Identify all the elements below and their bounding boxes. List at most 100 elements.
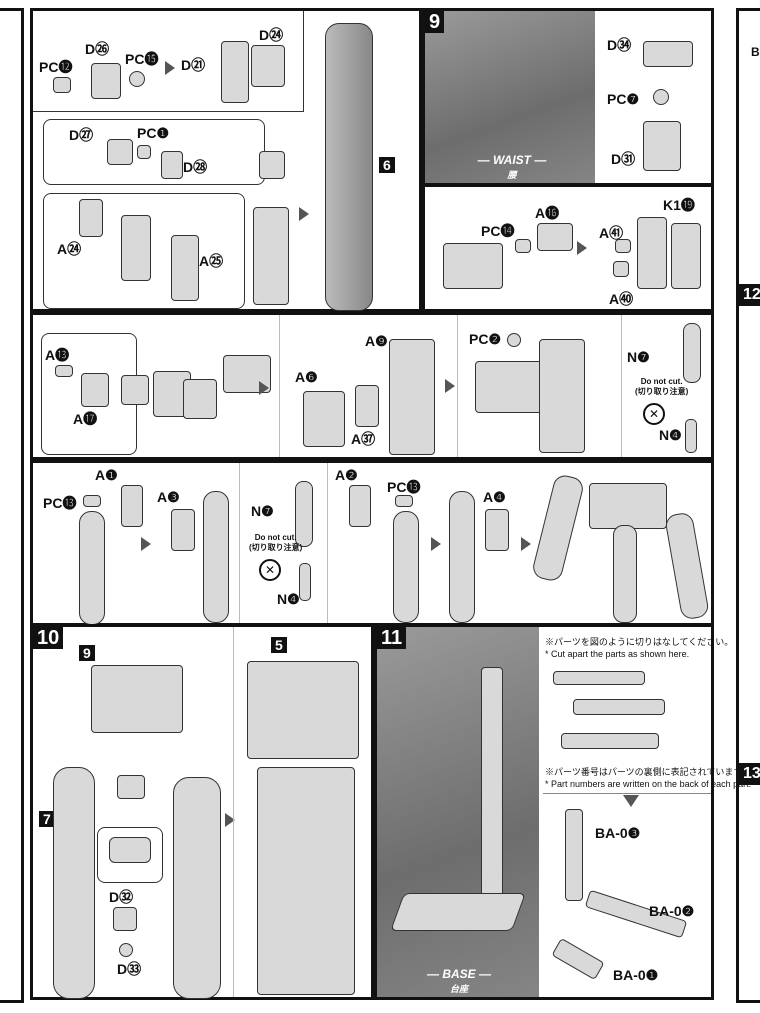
divider <box>233 627 234 997</box>
part-n7-a <box>683 323 701 383</box>
part-waist-complete <box>589 483 667 529</box>
label-d31: D㉛ <box>611 151 636 167</box>
part-a3 <box>171 509 195 551</box>
label-pc13-a: PC⓭ <box>43 495 77 511</box>
base-title: — BASE — <box>426 967 491 981</box>
label-pc2: PC❷ <box>469 331 501 347</box>
label-a24: A㉔ <box>57 241 82 257</box>
note-partnum-jp: ※パーツ番号はパーツの裏側に表記されています。 <box>545 767 751 777</box>
label-a16: A⓰ <box>535 205 560 221</box>
arrow-icon <box>165 61 175 75</box>
right-edge-label: B <box>751 45 760 59</box>
part-skirt-b <box>183 379 217 419</box>
scissors-prohibited-icon: ✕ <box>259 559 281 581</box>
waist-title: — WAIST — <box>477 153 547 167</box>
label-ba03: BA-0❸ <box>595 825 641 841</box>
waist-jp: 腰 <box>507 170 517 180</box>
part-assembled-upper <box>259 151 285 179</box>
note-cut-jp: ※パーツを図のように切りはなしてください。 <box>545 637 734 647</box>
part-skirt-left <box>530 472 586 584</box>
part-a1 <box>121 485 143 527</box>
part-full-body <box>257 767 355 995</box>
leg-armor-panel: A❶ PC⓭ A❸ N❼ Do not cut. (切り取り注意) ✕ N❹ A… <box>30 460 714 626</box>
part-pc1 <box>137 145 151 159</box>
divider <box>621 315 622 457</box>
label-a1: A❶ <box>95 467 118 483</box>
part-waist-skirt <box>539 339 585 453</box>
step-9b-panel: PC⓮ A⓰ A㊶ K1⓳ A㊵ <box>422 184 714 312</box>
part-d24 <box>251 45 285 87</box>
label-pc1: PC❶ <box>137 125 169 141</box>
part-skirt-center <box>613 525 637 623</box>
label-pc14: PC⓮ <box>481 223 515 239</box>
do-not-cut-note-2: Do not cut. (切り取り注意) <box>249 533 302 553</box>
part-a41 <box>615 239 631 253</box>
label-a25: A㉕ <box>199 253 224 269</box>
label-n4-b: N❹ <box>277 591 300 607</box>
label-n4-a: N❹ <box>659 427 682 443</box>
label-d26: D㉖ <box>85 41 110 57</box>
label-a3: A❸ <box>157 489 180 505</box>
part-d28 <box>161 151 183 179</box>
do-not-cut-note-1: Do not cut. (切り取り注意) <box>635 377 688 397</box>
arrow-icon <box>225 813 235 827</box>
step-13-number: 13 <box>739 763 760 785</box>
part-a2 <box>349 485 371 527</box>
subassembly-9-number: 9 <box>79 645 95 661</box>
part-d21 <box>221 41 249 103</box>
part-runner-3 <box>561 733 659 749</box>
divider <box>543 793 711 794</box>
step-10-panel: 10 9 5 7 8 D㉜ D㉝ <box>30 624 374 1000</box>
divider <box>239 463 240 623</box>
label-d24: D㉔ <box>259 27 284 43</box>
note-cut-en: * Cut apart the parts as shown here. <box>545 649 690 659</box>
label-pc7: PC❼ <box>607 91 639 107</box>
arrow-icon <box>299 207 309 221</box>
label-pc15: PC⓯ <box>125 51 159 67</box>
part-leg-shell-d <box>449 491 475 623</box>
part-a24-small <box>79 199 103 237</box>
part-d26 <box>91 63 121 99</box>
part-waist-9 <box>91 665 183 733</box>
part-base-post <box>481 667 503 929</box>
step-6-panel: PC⓬ D㉖ PC⓯ D㉑ D㉔ D㉗ PC❶ D㉘ A㉔ A㉕ 6 <box>30 8 422 312</box>
sub-box-a24 <box>43 193 245 309</box>
arrow-icon <box>577 241 587 255</box>
part-a25 <box>171 235 199 301</box>
label-a4: A❹ <box>483 489 506 505</box>
part-n4-a <box>685 419 697 453</box>
arrow-icon <box>431 537 441 551</box>
base-photo <box>377 627 539 997</box>
step-10-number: 10 <box>33 627 64 649</box>
part-pc2 <box>507 333 521 347</box>
step-9-panel: 9 — WAIST — 腰 D㉞ PC❼ D㉛ <box>422 8 714 186</box>
part-a17-attached <box>121 375 149 405</box>
label-a2: A❷ <box>335 467 358 483</box>
label-a13: A⓭ <box>45 347 70 363</box>
part-leg-6 <box>325 23 373 311</box>
part-a37 <box>355 385 379 427</box>
note-partnum-en: * Part numbers are written on the back o… <box>545 779 752 789</box>
part-leg-shell-c <box>393 511 419 623</box>
arrow-icon <box>259 381 269 395</box>
part-leg-8 <box>173 777 221 999</box>
part-d32 <box>113 907 137 931</box>
label-a41: A㊶ <box>599 225 624 241</box>
do-not-cut-1-en: Do not cut. <box>640 377 683 386</box>
waist-photo <box>425 11 595 183</box>
part-ba03 <box>565 809 583 901</box>
label-a37: A㊲ <box>351 431 376 447</box>
do-not-cut-2-en: Do not cut. <box>254 533 297 542</box>
part-leg-7 <box>53 767 95 999</box>
divider <box>457 315 458 457</box>
part-joint-detail <box>109 837 151 863</box>
label-d21: D㉑ <box>181 57 206 73</box>
label-a6: A❻ <box>295 369 318 385</box>
part-a6 <box>303 391 345 447</box>
label-d34: D㉞ <box>607 37 632 53</box>
part-pc13-b <box>395 495 413 507</box>
part-skirt-right <box>664 511 710 621</box>
part-pc14 <box>515 239 531 253</box>
part-k19-right <box>671 223 701 289</box>
step-6-subassembly-number: 6 <box>379 157 395 173</box>
